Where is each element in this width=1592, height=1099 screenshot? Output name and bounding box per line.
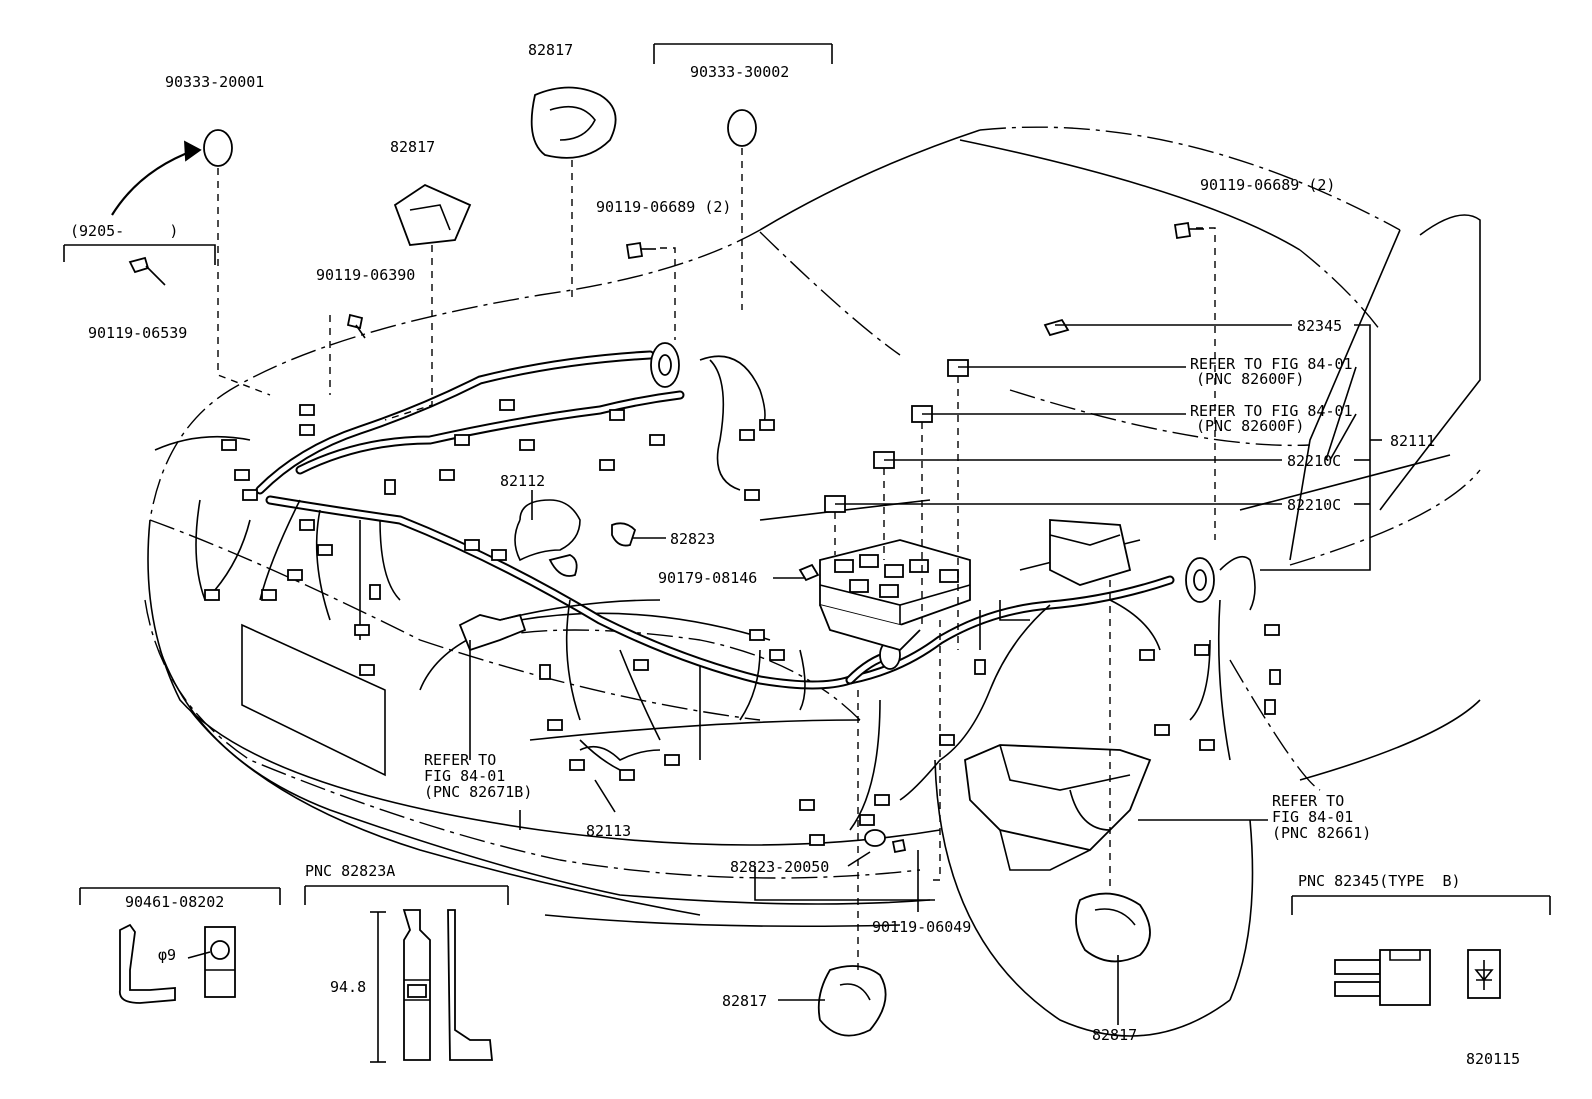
inset-clip-dimension: φ9: [158, 946, 176, 964]
brackets-82817: [393, 86, 1151, 1037]
label-nut-90179: 90179-08146: [658, 569, 757, 587]
label-refer-right-line2: FIG 84-01: [1272, 808, 1353, 826]
figure-code: 820115: [1466, 1050, 1520, 1068]
label-refer-1-line1: REFER TO FIG 84-01: [1190, 355, 1353, 373]
label-bolt-upper-left: 90119-06390: [316, 266, 415, 284]
label-relay-82210c-2: 82210C: [1287, 496, 1341, 514]
label-bracket-top-left: 82817: [390, 138, 435, 156]
inset-82823a-dimension: 94.8: [330, 978, 366, 996]
leader-lines: [63, 43, 1382, 1025]
label-date-range: (9205- ): [70, 222, 178, 240]
label-screw-left: 90119-06539: [88, 324, 187, 342]
inset-82345b-title: PNC 82345(TYPE B): [1298, 872, 1461, 890]
label-refer-left-line1: REFER TO: [424, 751, 496, 769]
inset-clip-90461: [79, 887, 281, 1004]
label-refer-1-line2: (PNC 82600F): [1196, 370, 1304, 388]
label-refer-left-line3: (PNC 82671B): [424, 783, 532, 801]
main-wire-harness: [204, 342, 1281, 846]
label-refer-right-line3: (PNC 82661): [1272, 824, 1371, 842]
label-clamp-82823: 82823: [670, 530, 715, 548]
label-grommet-left: 90333-20001: [165, 73, 264, 91]
relay-block: [819, 539, 971, 652]
label-grommet-right: 90333-30002: [690, 63, 789, 81]
label-harness-82112: 82112: [500, 472, 545, 490]
battery-tray: [964, 519, 1152, 871]
label-bolt-center: 90119-06689 (2): [596, 198, 731, 216]
label-refer-2-line2: (PNC 82600F): [1196, 417, 1304, 435]
inset-clip-title: 90461-08202: [125, 893, 224, 911]
label-harness-82111: 82111: [1390, 432, 1435, 450]
label-refer-left-line2: FIG 84-01: [424, 767, 505, 785]
inset-82823a-title: PNC 82823A: [305, 862, 395, 880]
label-bracket-bottom-right: 82817: [1092, 1026, 1137, 1044]
label-clamp-82823-20050: 82823-20050: [730, 858, 829, 876]
label-refer-right-line1: REFER TO: [1272, 792, 1344, 810]
label-bolt-90119-06049: 90119-06049: [872, 918, 971, 936]
label-harness-82113: 82113: [586, 822, 631, 840]
relays: [824, 318, 1070, 513]
label-bracket-top-center: 82817: [528, 41, 573, 59]
hole-plugs: [111, 109, 757, 216]
label-relay-82210c-1: 82210C: [1287, 452, 1341, 470]
callout-labels: 90333-20001 90333-30002 (9205- ) 90119-0…: [70, 41, 1520, 1068]
label-bracket-bottom-center: 82817: [722, 992, 767, 1010]
label-relay-82345: 82345: [1297, 317, 1342, 335]
label-bolt-right: 90119-06689 (2): [1200, 176, 1335, 194]
inset-labels: 90461-08202 φ9 PNC 82823A 94.8 PNC 82345…: [125, 862, 1461, 996]
label-refer-2-line1: REFER TO FIG 84-01: [1190, 402, 1353, 420]
inset-pnc-82345b: [1291, 895, 1551, 1006]
inset-pnc-82823a: [304, 885, 509, 1063]
fasteners: [128, 221, 1204, 854]
